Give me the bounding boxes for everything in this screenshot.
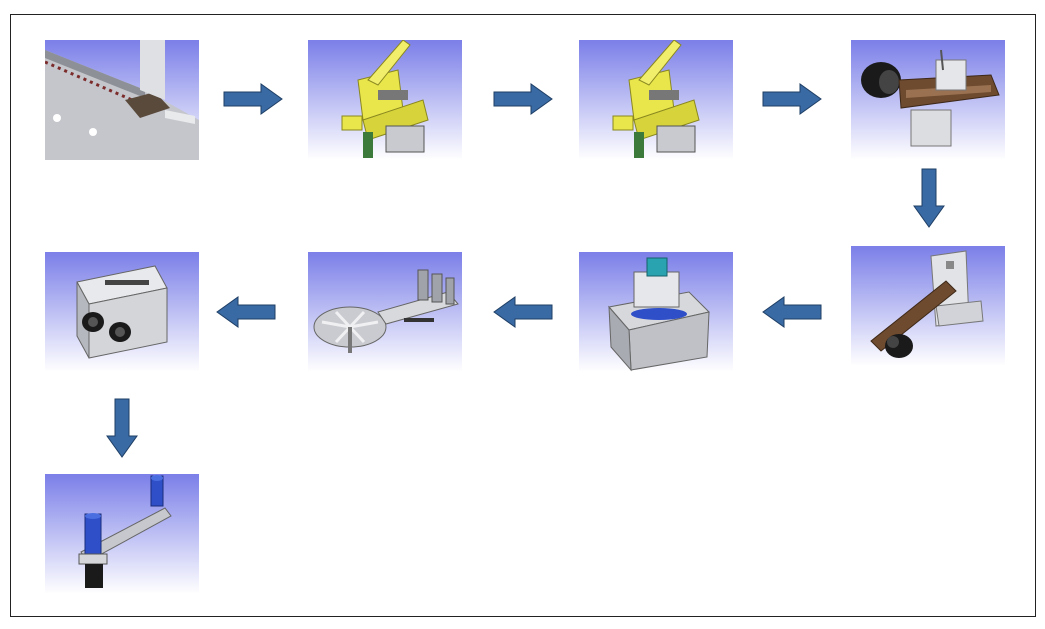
step-2-image: [308, 40, 462, 160]
step-9-image: [45, 474, 199, 594]
diagram-frame: [10, 14, 1036, 617]
step-4-image: [851, 40, 1005, 160]
step-3-image: [579, 40, 733, 160]
step-6-image: [579, 252, 733, 372]
step-7-image: [308, 252, 462, 372]
flow-arrow-left-1: [762, 296, 822, 328]
step-8-image: [45, 252, 199, 372]
step-1-image: [45, 40, 199, 160]
flow-arrow-left-2: [493, 296, 553, 328]
flow-arrow-left-3: [216, 296, 276, 328]
step-5-image: [851, 246, 1005, 366]
flow-arrow-right-1: [223, 83, 283, 115]
flow-arrow-right-3: [762, 83, 822, 115]
flow-arrow-down-2: [106, 398, 138, 458]
flow-arrow-down-1: [913, 168, 945, 228]
flow-arrow-right-2: [493, 83, 553, 115]
